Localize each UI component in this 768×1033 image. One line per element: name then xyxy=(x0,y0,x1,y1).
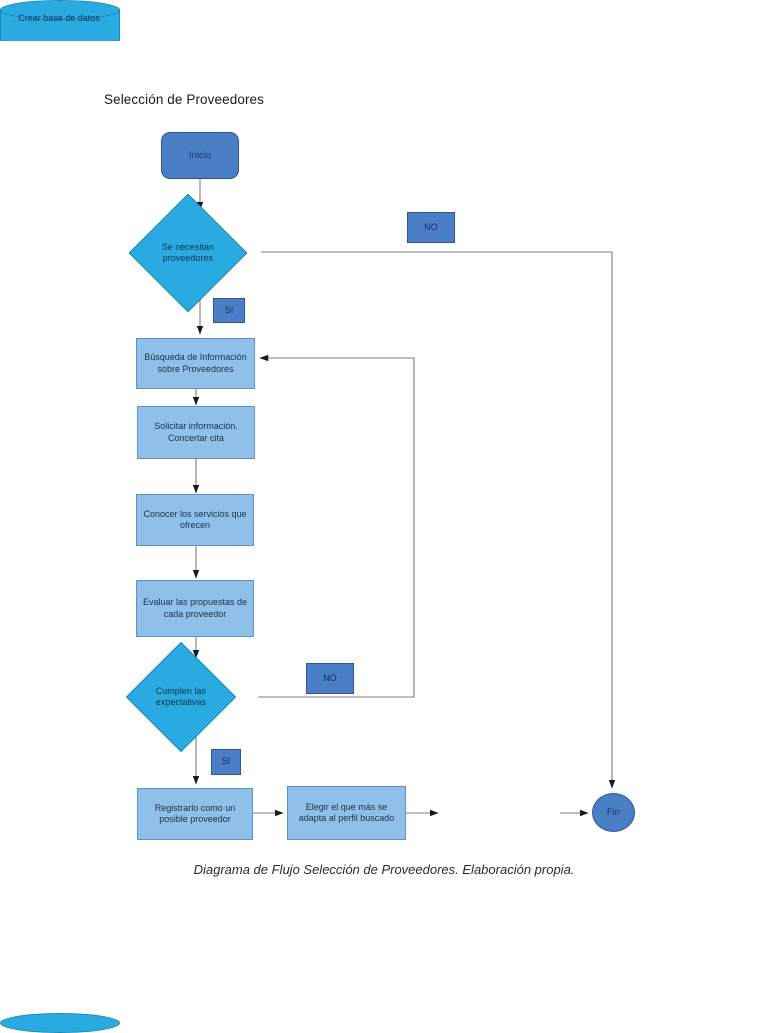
page-title: Selección de Proveedores xyxy=(104,92,264,107)
edge-label-no-2: NO xyxy=(306,663,354,694)
node-database-crear-base-de-datos[interactable]: Crear base de datos xyxy=(0,0,120,1033)
node-start[interactable]: Inicio xyxy=(161,132,239,179)
edge-label-si-1-text: SI xyxy=(224,304,234,315)
node-start-label: Inicio xyxy=(188,149,212,161)
node-p3-label: Conocer los servicios que ofrecen xyxy=(143,508,247,530)
node-p2-label: Solicitar información. Concertar cita xyxy=(154,421,238,443)
edge-label-si-2-text: SI xyxy=(221,756,231,767)
node-end[interactable]: Fin xyxy=(592,793,635,832)
figure-caption: Diagrama de Flujo Selección de Proveedor… xyxy=(193,862,575,877)
node-end-label: Fin xyxy=(606,806,621,818)
edge-label-no-1-text: NO xyxy=(424,221,438,232)
node-p1-label: Búsqueda de Información sobre Proveedore… xyxy=(144,352,247,374)
node-decision-cumplen-las-expectativas[interactable]: Cumplen las expectativas xyxy=(125,641,237,753)
node-decision-1-label: Se necesitan proveedores xyxy=(161,241,215,263)
edge-label-no-1: NO xyxy=(407,212,455,243)
node-db-label: Crear base de datos xyxy=(18,13,100,23)
node-process-busqueda-informacion[interactable]: Búsqueda de Información sobre Proveedore… xyxy=(136,338,255,389)
cylinder-top xyxy=(0,0,120,20)
node-p4-label: Evaluar las propuestas de cada proveedor xyxy=(142,597,248,619)
node-process-registrarlo-posible-proveedor[interactable]: Registrarlo como un posible proveedor xyxy=(137,788,253,840)
node-p5-label: Registrarlo como un posible proveedor xyxy=(154,802,236,824)
node-process-solicitar-informacion[interactable]: Solicitar información. Concertar cita xyxy=(137,406,255,459)
node-process-evaluar-propuestas[interactable]: Evaluar las propuestas de cada proveedor xyxy=(136,580,254,637)
node-p6-label: Elegir el que más se adapta al perfil bu… xyxy=(298,801,395,823)
node-decision-2-label: Cumplen las expectativas xyxy=(155,685,207,707)
edge-label-si-1: SI xyxy=(213,298,245,323)
node-process-conocer-servicios[interactable]: Conocer los servicios que ofrecen xyxy=(136,494,254,546)
node-process-elegir-perfil-buscado[interactable]: Elegir el que más se adapta al perfil bu… xyxy=(287,786,406,840)
edge-label-no-2-text: NO xyxy=(323,672,337,683)
cylinder-bottom xyxy=(0,1013,120,1033)
node-decision-se-necesitan-proveedores[interactable]: Se necesitan proveedores xyxy=(128,193,248,313)
edge-label-si-2: SI xyxy=(211,749,241,775)
